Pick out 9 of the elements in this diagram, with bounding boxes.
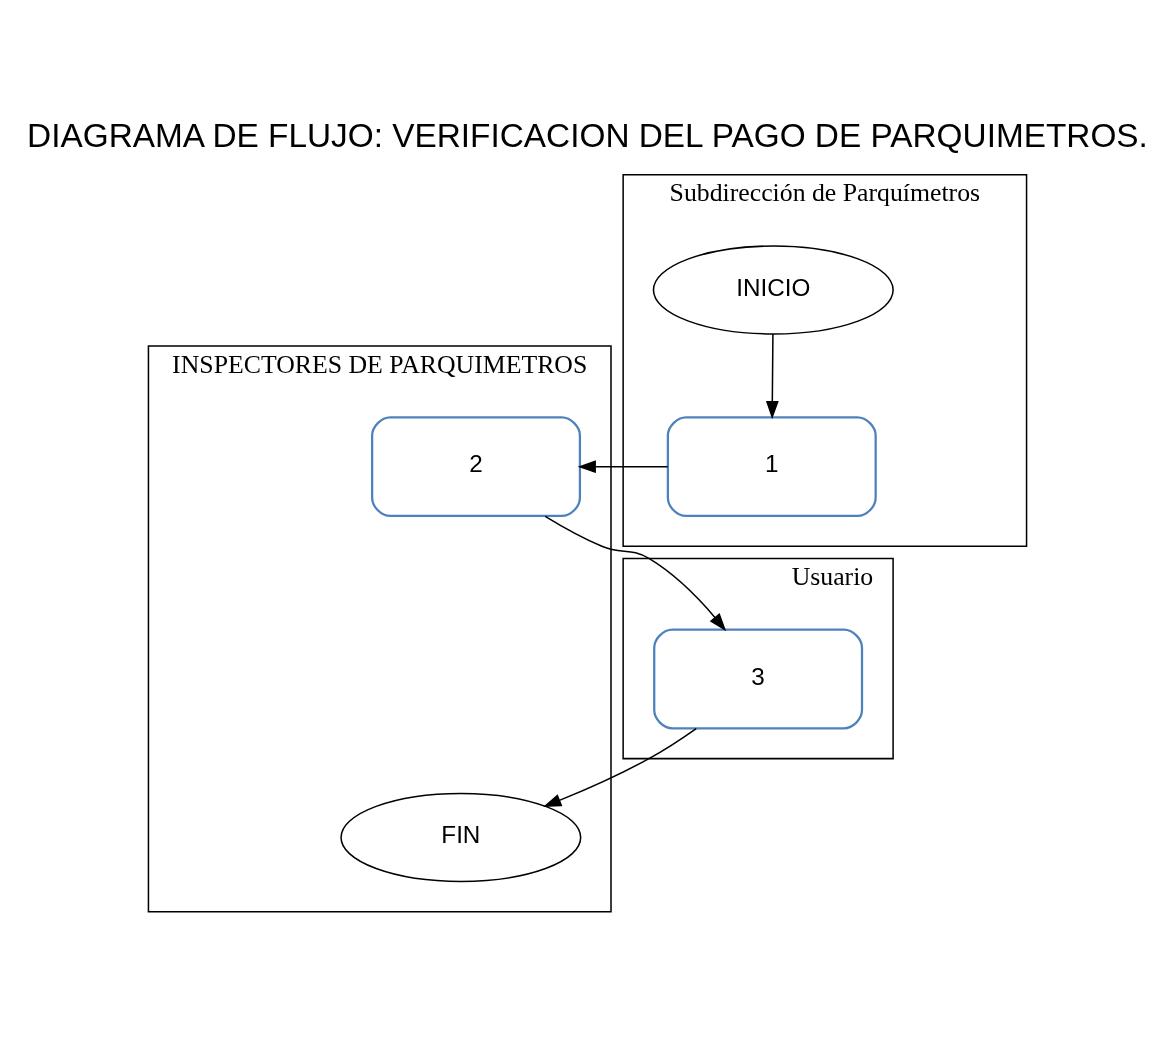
arrow [577,460,669,474]
node-box: 3 [653,628,864,730]
arrow [765,333,779,420]
node-ellipse: INICIO [652,245,894,335]
node-box: 1 [666,416,877,518]
node-box: 2 [371,416,582,518]
diagram-title: DIAGRAMA DE FLUJO: VERIFICACION DEL PAGO DE PARQUIMETROS. [27,116,1148,154]
arrow [543,727,697,807]
arrow [544,515,727,632]
